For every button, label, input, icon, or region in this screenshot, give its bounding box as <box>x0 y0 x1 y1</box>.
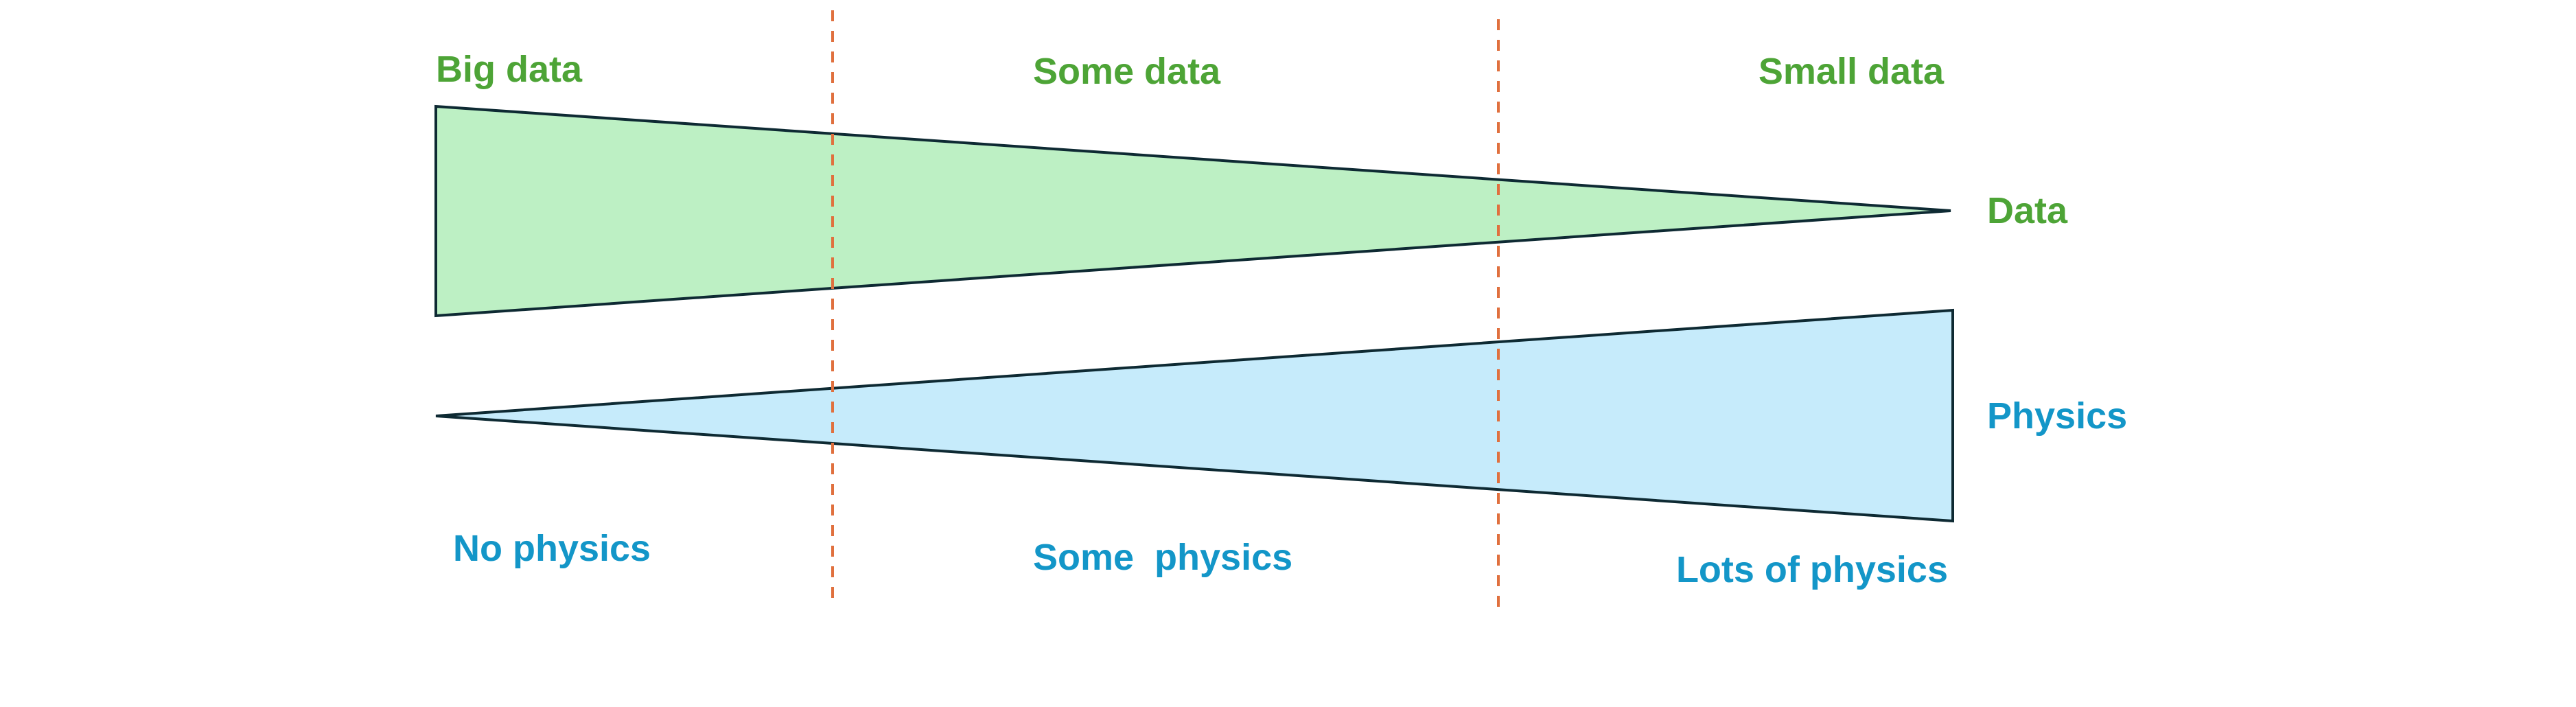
label-some-physics: Some physics <box>1033 537 1292 578</box>
data-wedge <box>434 104 1951 318</box>
label-lots-of-physics: Lots of physics <box>1676 549 1948 590</box>
label-small-data: Small data <box>1759 51 1945 92</box>
label-big-data: Big data <box>436 49 583 90</box>
label-no-physics: No physics <box>453 528 651 569</box>
label-some-data: Some data <box>1033 51 1221 92</box>
label-physics-axis: Physics <box>1987 395 2127 437</box>
label-data-axis: Data <box>1987 190 2068 231</box>
physics-wedge <box>435 308 1954 523</box>
